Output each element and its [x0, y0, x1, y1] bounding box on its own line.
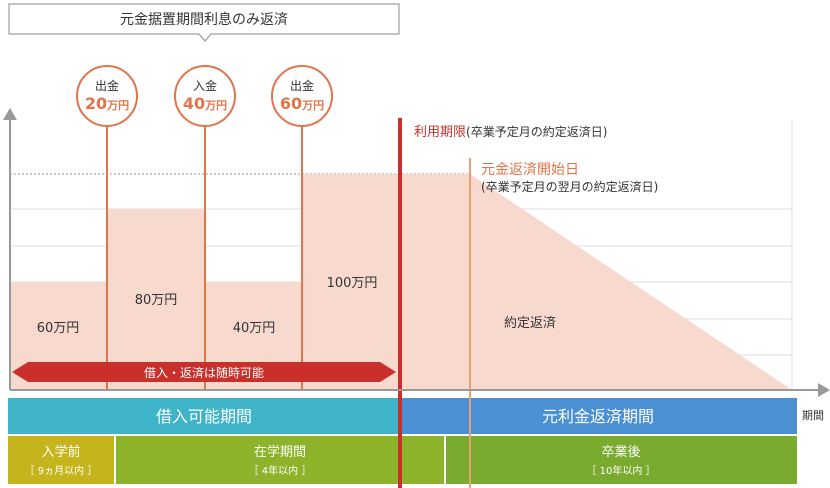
svg-text:20万円: 20万円: [85, 94, 129, 113]
event-amount: 20: [85, 94, 107, 113]
callout: 元金据置期間利息のみ返済: [8, 3, 400, 42]
event-unit: 万円: [204, 99, 227, 112]
event-type: 出金: [290, 78, 314, 93]
phase-bar-post-graduation: [446, 436, 797, 484]
event-type: 入金: [193, 78, 217, 93]
period-label-repayment: 元利金返済期間: [542, 407, 654, 426]
event-circle: [76, 65, 138, 127]
axis-label: 期間: [802, 409, 824, 422]
event-unit: 万円: [301, 99, 324, 112]
y-axis-arrow-icon: [3, 108, 17, 120]
event-pin-2: 入金 40万円: [174, 65, 236, 390]
balance-label-2: 80万円: [135, 293, 178, 308]
callout-box: [8, 3, 400, 42]
event-amount: 40: [183, 94, 205, 113]
period-bar-borrowing: [8, 398, 400, 434]
balance-label-1: 60万円: [37, 321, 80, 336]
flexible-banner: 借入・返済は随時可能: [12, 362, 396, 382]
event-circle: [271, 65, 333, 127]
event-type: 出金: [95, 78, 119, 93]
usage-limit-note: (卒業予定月の約定返済日): [466, 124, 607, 139]
phase-bar-pre-entry: [8, 436, 114, 484]
phase-bar-enrolled: [116, 436, 444, 484]
period-bar-repayment: [400, 398, 797, 434]
event-circle: [174, 65, 236, 127]
event-amount: 60: [280, 94, 302, 113]
phase-sub-post-graduation: ［ 10年以内 ］: [586, 464, 655, 477]
balance-label-3: 40万円: [233, 321, 276, 336]
callout-text: 元金据置期間利息のみ返済: [120, 11, 288, 28]
repayment-label: 約定返済: [504, 315, 556, 331]
svg-text:40万円: 40万円: [183, 94, 227, 113]
phase-label-enrolled: 在学期間: [254, 444, 306, 460]
balance-label-4: 100万円: [327, 276, 378, 291]
period-label-borrowing: 借入可能期間: [156, 407, 252, 426]
phase-sub-pre-entry: ［ 9ヵ月以内 ］: [25, 464, 98, 477]
usage-limit-label: 利用期限(卒業予定月の約定返済日): [414, 124, 607, 140]
phase-label-pre-entry: 入学前: [41, 444, 80, 460]
banner-arrow: [12, 362, 396, 382]
event-pin-1: 出金 20万円: [76, 65, 138, 390]
x-axis-arrow-icon: [818, 383, 830, 397]
event-pin-3: 出金 60万円: [271, 65, 333, 390]
banner-text: 借入・返済は随時可能: [144, 365, 264, 380]
event-unit: 万円: [106, 99, 129, 112]
svg-text:60万円: 60万円: [280, 94, 324, 113]
repay-start-note: (卒業予定月の翌月の約定返済日): [481, 179, 658, 194]
phase-sub-enrolled: ［ 4年以内 ］: [249, 464, 312, 477]
usage-limit-title: 利用期限: [414, 125, 466, 140]
repay-start-title: 元金返済開始日: [481, 162, 579, 178]
phase-label-post-graduation: 卒業後: [601, 444, 640, 460]
axes: 期間: [3, 108, 830, 422]
